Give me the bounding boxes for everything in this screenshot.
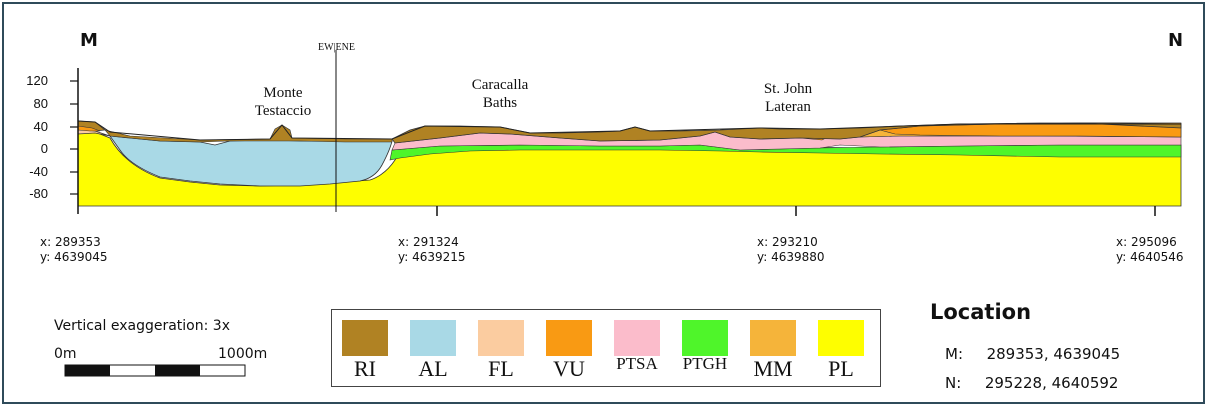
legend-label-al: AL — [418, 356, 448, 381]
landmark-line2: Baths — [482, 95, 518, 111]
coord-label-1: x: 289353 y: 4639045 — [40, 235, 108, 265]
legend-label-mm: MM — [753, 356, 793, 381]
legend-swatch-pl — [818, 320, 864, 356]
coord-label-3: x: 293210 y: 4639880 — [757, 235, 825, 265]
legend-label-ptsa: PTSA — [616, 354, 658, 373]
coord-x: x: 291324 — [398, 235, 459, 249]
y-tick-minus80: -80 — [29, 186, 48, 201]
y-tick-0: 0 — [40, 141, 48, 156]
scale-end-label: 1000m — [218, 346, 268, 362]
y-tick-40: 40 — [33, 119, 48, 134]
legend-swatch-mm — [750, 320, 796, 356]
legend-label-fl: FL — [488, 356, 514, 381]
landmark-monte-testaccio: Monte Testaccio — [228, 84, 338, 120]
coord-x: x: 295096 — [1116, 235, 1177, 249]
location-title: Location — [930, 300, 1032, 324]
figure-frame — [2, 2, 1205, 404]
legend-label-ri: RI — [354, 356, 376, 381]
layer-ri-top — [391, 122, 1182, 144]
section-end-label: N — [1168, 30, 1184, 51]
location-value: 295228, 4640592 — [984, 374, 1119, 392]
legend-swatch-fl — [478, 320, 524, 356]
legend-swatch-al — [410, 320, 456, 356]
vertical-exaggeration-label: Vertical exaggeration: 3x — [54, 318, 230, 334]
location-key: N: — [945, 374, 962, 392]
scale-bar — [64, 364, 246, 377]
coord-y: y: 4639215 — [398, 250, 466, 264]
legend-label-vu: VU — [553, 356, 585, 381]
scale-start-label: 0m — [54, 346, 77, 362]
coord-label-4: x: 295096 y: 4640546 — [1116, 235, 1184, 265]
location-row-m: M: 289353, 4639045 — [945, 345, 1120, 363]
coord-y: y: 4639045 — [40, 250, 108, 264]
ground-surface — [77, 120, 1181, 141]
landmark-line1: Monte — [263, 85, 303, 101]
legend: RI AL FL VU PTSA PTGH MM PL — [331, 309, 881, 387]
legend-swatch-ri — [342, 320, 388, 356]
legend-label-ptgh: PTGH — [682, 354, 728, 373]
landmark-line1: Caracalla — [471, 77, 529, 93]
location-value: 289353, 4639045 — [986, 345, 1121, 363]
y-tick-minus40: -40 — [29, 164, 48, 179]
location-key: M: — [945, 345, 963, 363]
landmark-line1: St. John — [763, 81, 813, 97]
direction-change-label: EW|ENE — [318, 42, 355, 53]
coord-x: x: 293210 — [757, 235, 818, 249]
coord-x: x: 289353 — [40, 235, 101, 249]
coord-y: y: 4640546 — [1116, 250, 1184, 264]
location-row-n: N: 295228, 4640592 — [945, 374, 1118, 392]
landmark-line2: Testaccio — [254, 103, 312, 119]
legend-swatch-vu — [546, 320, 592, 356]
y-tick-120: 120 — [26, 73, 48, 88]
coord-y: y: 4639880 — [757, 250, 825, 264]
landmark-st-john-lateran: St. John Lateran — [733, 80, 843, 116]
section-start-label: M — [80, 30, 98, 51]
coord-label-2: x: 291324 y: 4639215 — [398, 235, 466, 265]
landmark-line2: Lateran — [765, 99, 811, 115]
landmark-caracalla-baths: Caracalla Baths — [445, 76, 555, 112]
legend-label-pl: PL — [828, 356, 854, 381]
legend-swatch-ptsa — [614, 320, 660, 356]
y-tick-80: 80 — [33, 96, 48, 111]
legend-swatch-ptgh — [682, 320, 728, 356]
